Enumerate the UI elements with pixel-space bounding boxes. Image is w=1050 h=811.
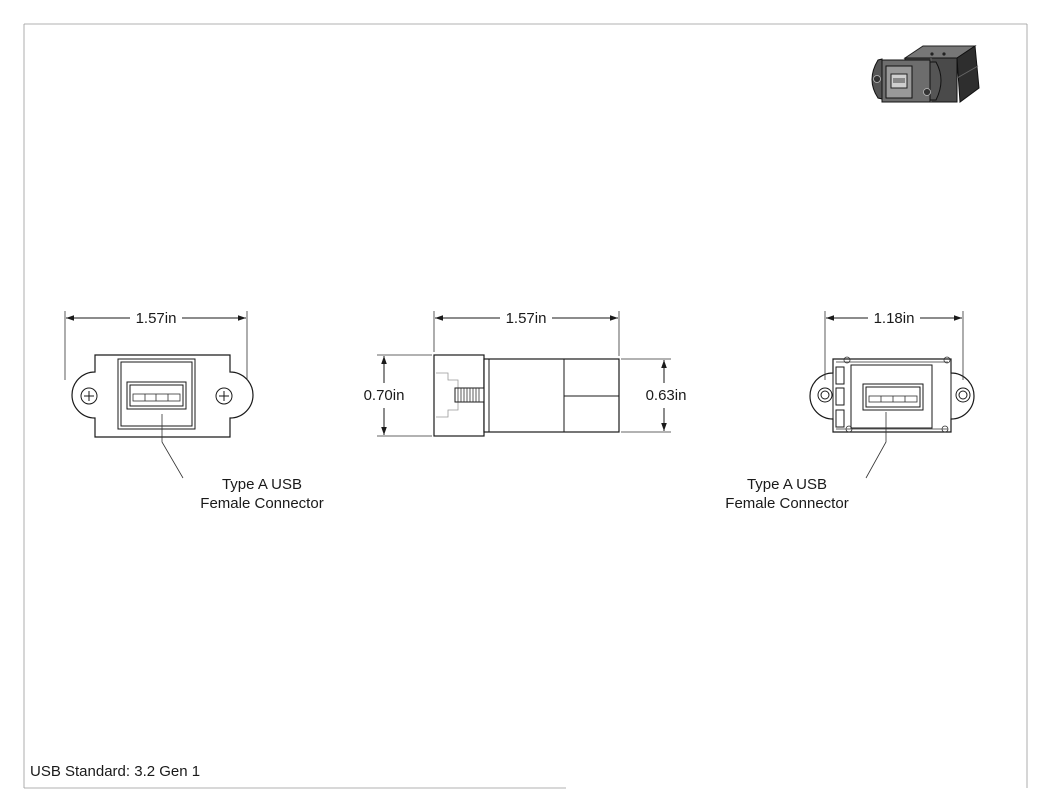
side-left-height-dimension: 0.70in	[364, 387, 405, 404]
side-width-dimension: 1.57in	[506, 310, 547, 327]
right-mount-hole-icon	[955, 387, 971, 403]
rear-callout-line2: Female Connector	[725, 495, 848, 512]
front-callout-line1: Type A USB	[222, 476, 302, 493]
isometric-view	[871, 45, 980, 103]
threaded-screw-icon	[457, 388, 480, 402]
left-screw-icon	[80, 387, 98, 405]
sheet-border	[23, 23, 1028, 789]
rear-width-dimension: 1.18in	[874, 310, 915, 327]
front-view: 1.57in Type A USB Female Connector	[64, 310, 324, 512]
left-mount-hole-icon	[817, 387, 833, 403]
front-width-dimension: 1.57in	[136, 310, 177, 327]
rear-callout-line1: Type A USB	[747, 476, 827, 493]
side-view: 1.57in 0.70in 0.63in	[364, 310, 687, 437]
front-callout-line2: Female Connector	[200, 495, 323, 512]
side-right-height-dimension: 0.63in	[646, 387, 687, 404]
right-screw-icon	[215, 387, 233, 405]
usb-standard-label: USB Standard: 3.2 Gen 1	[30, 763, 200, 780]
rear-view: 1.18in Type A USB Female Connector	[725, 310, 975, 512]
